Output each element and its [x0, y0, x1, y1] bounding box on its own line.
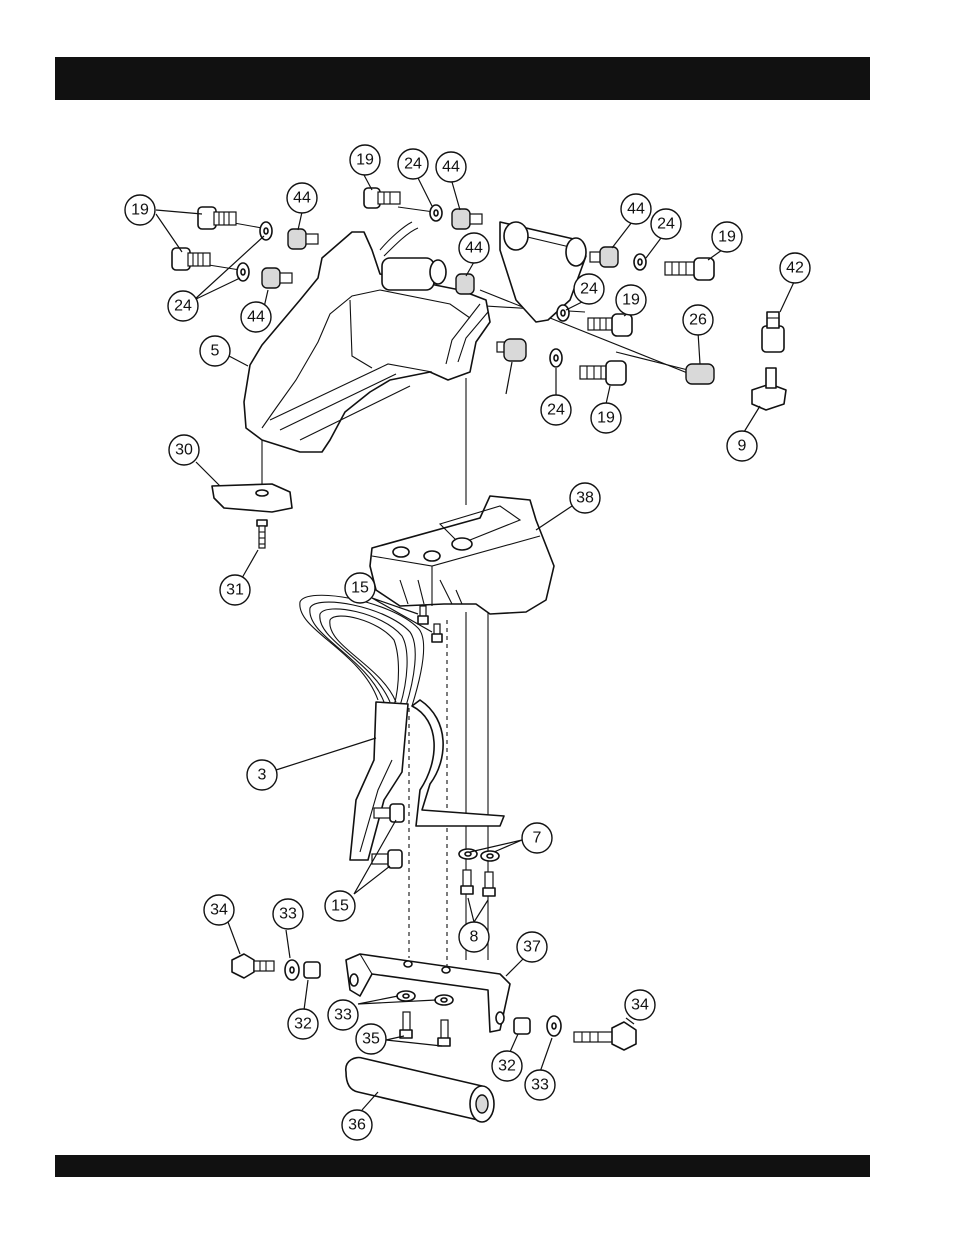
u-bracket-part-37	[346, 954, 510, 1032]
svg-text:19: 19	[356, 152, 374, 169]
svg-text:34: 34	[631, 997, 649, 1014]
callout-30: 30	[169, 435, 199, 465]
svg-text:30: 30	[175, 442, 193, 459]
callout-33-left: 33	[273, 899, 303, 929]
callout-19-upper-right: 19	[712, 222, 742, 252]
svg-text:32: 32	[294, 1016, 312, 1033]
svg-text:33: 33	[531, 1077, 549, 1094]
svg-text:19: 19	[718, 229, 736, 246]
foot-pad-part-30	[212, 484, 292, 548]
svg-text:19: 19	[131, 202, 149, 219]
grip-roller-part-36	[346, 1058, 494, 1122]
callout-26: 26	[683, 305, 713, 335]
svg-text:42: 42	[786, 260, 804, 277]
svg-text:5: 5	[211, 343, 220, 360]
callout-24-right: 24	[574, 274, 604, 304]
callout-44-upper-right: 44	[621, 194, 651, 224]
svg-text:24: 24	[547, 402, 565, 419]
svg-text:8: 8	[470, 929, 479, 946]
svg-text:31: 31	[226, 582, 244, 599]
callout-35: 35	[356, 1024, 386, 1054]
svg-text:19: 19	[622, 292, 640, 309]
callout-44-upper-left: 44	[287, 183, 317, 213]
callout-19-lower-right: 19	[591, 403, 621, 433]
washers-part-7-screws-part-8	[459, 849, 499, 896]
hardware-top-left	[172, 207, 318, 288]
callout-34-left: 34	[204, 895, 234, 925]
callout-24-lower-right: 24	[541, 395, 571, 425]
svg-text:15: 15	[331, 898, 349, 915]
callout-24-upper-right: 24	[651, 209, 681, 239]
handle-tray-part-5	[244, 222, 586, 452]
svg-text:24: 24	[657, 216, 675, 233]
callout-8: 8	[459, 922, 489, 952]
callout-37: 37	[517, 932, 547, 962]
callout-42: 42	[780, 253, 810, 283]
svg-text:24: 24	[580, 281, 598, 298]
svg-text:38: 38	[576, 490, 594, 507]
callout-7: 7	[522, 823, 552, 853]
svg-text:37: 37	[523, 939, 541, 956]
svg-text:9: 9	[738, 438, 747, 455]
svg-text:35: 35	[362, 1031, 380, 1048]
callout-32-left: 32	[288, 1009, 318, 1039]
callout-24-left: 24	[168, 291, 198, 321]
callout-19-right: 19	[616, 285, 646, 315]
mounting-block-part-38	[370, 496, 554, 614]
callout-33-center: 33	[328, 1000, 358, 1030]
svg-text:33: 33	[334, 1007, 352, 1024]
callout-38: 38	[570, 483, 600, 513]
svg-text:44: 44	[293, 190, 311, 207]
svg-text:44: 44	[442, 159, 460, 176]
callout-9: 9	[727, 431, 757, 461]
callout-15-upper: 15	[345, 573, 375, 603]
svg-text:3: 3	[258, 767, 267, 784]
callout-34-right: 34	[625, 990, 655, 1020]
svg-text:24: 24	[404, 156, 422, 173]
callout-44-lower-left: 44	[241, 302, 271, 332]
svg-text:44: 44	[247, 309, 265, 326]
svg-text:7: 7	[533, 830, 542, 847]
callout-5: 5	[200, 336, 230, 366]
callout-24-top-center: 24	[398, 149, 428, 179]
svg-text:44: 44	[465, 240, 483, 257]
callout-31: 31	[220, 575, 250, 605]
svg-text:36: 36	[348, 1117, 366, 1134]
svg-text:19: 19	[597, 410, 615, 427]
callout-3: 3	[247, 760, 277, 790]
svg-text:26: 26	[689, 312, 707, 329]
svg-text:33: 33	[279, 906, 297, 923]
callout-32-right: 32	[492, 1051, 522, 1081]
svg-text:44: 44	[627, 201, 645, 218]
callout-36: 36	[342, 1110, 372, 1140]
callout-33-right: 33	[525, 1070, 555, 1100]
callout-15-lower: 15	[325, 891, 355, 921]
svg-text:34: 34	[210, 902, 228, 919]
svg-text:32: 32	[498, 1058, 516, 1075]
svg-text:24: 24	[174, 298, 192, 315]
callout-19-upper-left: 19	[125, 195, 155, 225]
svg-text:15: 15	[351, 580, 369, 597]
callout-19-top-center: 19	[350, 145, 380, 175]
callout-44-center: 44	[459, 233, 489, 263]
callout-44-top-center: 44	[436, 152, 466, 182]
